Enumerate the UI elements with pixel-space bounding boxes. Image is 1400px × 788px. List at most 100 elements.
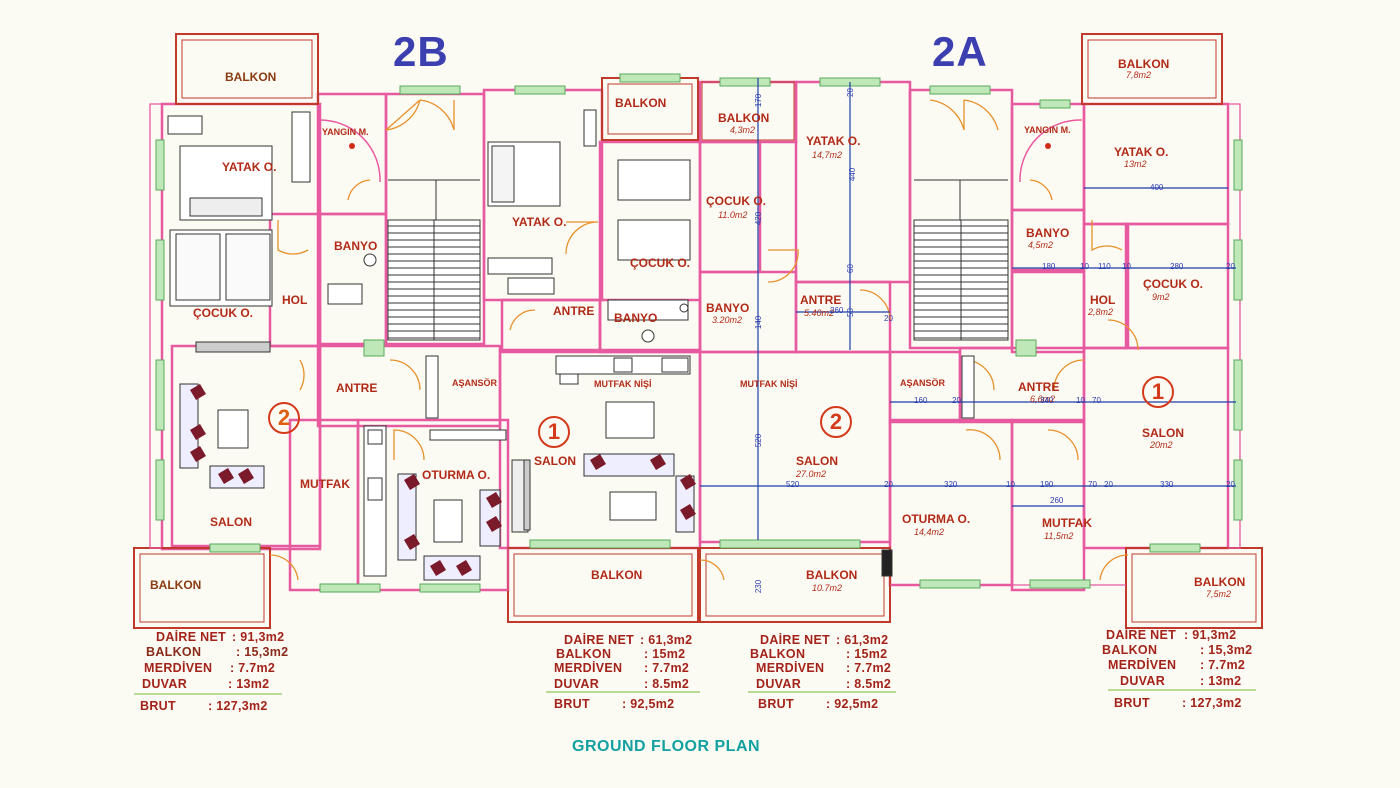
dim-20: 20 — [884, 314, 893, 323]
dim-190: 190 — [1040, 480, 1054, 489]
summary-duvar-value: : 13m2 — [228, 677, 270, 691]
summary-merdiven-value: : 7.7m2 — [230, 661, 276, 675]
dim-20: 20 — [1226, 480, 1235, 489]
dim-520: 520 — [754, 433, 764, 448]
dim-160: 160 — [914, 396, 928, 405]
summary-net-value: : 61,3m2 — [640, 633, 693, 647]
dim-440: 440 — [848, 167, 858, 182]
dim-420: 420 — [754, 211, 764, 226]
room-label-yangin: YANGIN M. — [322, 127, 369, 137]
room-label-banyo: BANYO — [706, 301, 750, 315]
room-label-balkon: BALKON — [806, 568, 858, 582]
area-mutfak: 11,5m2 — [1044, 531, 1074, 541]
unit-number-2: 2 — [268, 402, 300, 434]
summary-balkon-value: : 15,3m2 — [1200, 643, 1253, 657]
dimension-lines — [700, 78, 1236, 540]
room-label-antre: ANTRE — [553, 304, 595, 318]
summary-balkon-label: BALKON — [556, 647, 612, 661]
room-label-yatak: YATAK O. — [806, 134, 861, 148]
room-label-salon: SALON — [796, 454, 838, 468]
dim-20: 20 — [1104, 480, 1113, 489]
summary-merdiven-value: : 7.7m2 — [1200, 658, 1246, 672]
heading-2b: 2B — [393, 28, 449, 75]
room-label-yatak: YATAK O. — [512, 215, 567, 229]
unit-number-1: 1 — [1142, 376, 1174, 408]
area-yatak: 13m2 — [1124, 159, 1147, 169]
room-label-mutfak: MUTFAK — [1042, 516, 1092, 530]
stairs-right — [913, 219, 1009, 341]
room-label-balkon: BALKON — [591, 568, 643, 582]
room-label-cocuk: ÇOCUK O. — [193, 306, 253, 320]
summary-duvar-value: : 13m2 — [1200, 674, 1242, 688]
dim-170: 170 — [754, 93, 764, 108]
summary-balkon-value: : 15m2 — [846, 647, 888, 661]
dim-10: 10 — [1122, 262, 1131, 271]
summary-merdiven-label: MERDİVEN — [144, 661, 213, 675]
summary-duvar-value: : 8.5m2 — [644, 677, 690, 691]
area-balkon: 7,8m2 — [1126, 70, 1152, 80]
summary-right: DAİRE NET : 91,3m2 BALKON : 15,3m2 MERDİ… — [1100, 628, 1280, 718]
footer-title: GROUND FLOOR PLAN — [572, 738, 761, 755]
summary-balkon-value: : 15m2 — [644, 647, 686, 661]
summary-brut-label: BRUT — [758, 697, 794, 711]
room-label-banyo: BANYO — [1026, 226, 1070, 240]
room-label-banyo: BANYO — [614, 311, 658, 325]
room-label-antre: ANTRE — [1018, 380, 1060, 394]
dim-70: 70 — [1088, 480, 1097, 489]
summary-merdiven-label: MERDİVEN — [756, 661, 825, 675]
room-label-cocuk: ÇOCUK O. — [630, 256, 690, 270]
summary-duvar-value: : 8.5m2 — [846, 677, 892, 691]
room-label-balkon: BALKON — [225, 70, 277, 84]
balcony-outline — [175, 33, 319, 105]
dim-280: 280 — [1170, 262, 1184, 271]
summary-duvar-label: DUVAR — [756, 677, 802, 691]
room-label-balkon: BALKON — [150, 578, 202, 592]
summary-balkon-label: BALKON — [750, 647, 806, 661]
area-oturma: 14,4m2 — [914, 527, 945, 537]
area-yatak: 14,7m2 — [812, 150, 843, 160]
room-label-mutfak-nisi: MUTFAK NİŞİ — [594, 379, 652, 389]
room-label-yatak: YATAK O. — [1114, 145, 1169, 159]
area-cocuk: 11.0m2 — [718, 210, 748, 220]
area-balkon: 10.7m2 — [812, 583, 843, 593]
room-label-oturma: OTURMA O. — [422, 468, 491, 482]
dim-70: 70 — [1092, 396, 1101, 405]
summary-duvar-label: DUVAR — [142, 677, 188, 691]
room-label-antre: ANTRE — [800, 293, 842, 307]
dim-10: 10 — [1080, 262, 1089, 271]
area-banyo: 3.20m2 — [712, 315, 743, 325]
room-label-mutfak: MUTFAK — [300, 477, 350, 491]
summary-brut-label: BRUT — [140, 699, 176, 713]
dim-20: 20 — [1226, 262, 1235, 271]
dim-10: 10 — [1006, 480, 1015, 489]
summary-net-value: : 61,3m2 — [836, 633, 889, 647]
dim-60: 60 — [845, 264, 855, 273]
unit-number-2: 2 — [820, 406, 852, 438]
furniture-layer — [167, 109, 975, 581]
dim-50: 50 — [845, 308, 855, 317]
dim-140: 140 — [754, 315, 764, 330]
summary-net-label: DAİRE NET — [564, 633, 635, 647]
room-label-balkon: BALKON — [1118, 57, 1170, 71]
dim-230: 230 — [754, 579, 764, 594]
room-label-asansor: AŞANSÖR — [452, 378, 498, 388]
area-banyo: 4,5m2 — [1028, 240, 1054, 250]
summary-center-left: DAİRE NET : 61,3m2 BALKON : 15m2 MERDİVE… — [548, 633, 718, 723]
area-hol: 2,8m2 — [1088, 307, 1114, 317]
summary-brut-label: BRUT — [554, 697, 590, 711]
dim-260: 260 — [1050, 496, 1064, 505]
summary-balkon-label: BALKON — [1102, 643, 1158, 657]
summary-net-label: DAİRE NET — [760, 633, 831, 647]
summary-merdiven-label: MERDİVEN — [1108, 658, 1177, 672]
cushions-layer — [190, 384, 696, 576]
dim-10: 10 — [1076, 396, 1085, 405]
summary-net-value: : 91,3m2 — [1184, 628, 1237, 642]
area-cocuk: 9m2 — [1152, 292, 1170, 302]
summary-net-label: DAİRE NET — [1106, 628, 1177, 642]
room-label-yangin: YANGIN M. — [1024, 125, 1071, 135]
area-salon: 20m2 — [1150, 440, 1173, 450]
summary-brut-label: BRUT — [1114, 696, 1150, 710]
room-label-salon: SALON — [534, 454, 576, 468]
summary-merdiven-value: : 7.7m2 — [644, 661, 690, 675]
